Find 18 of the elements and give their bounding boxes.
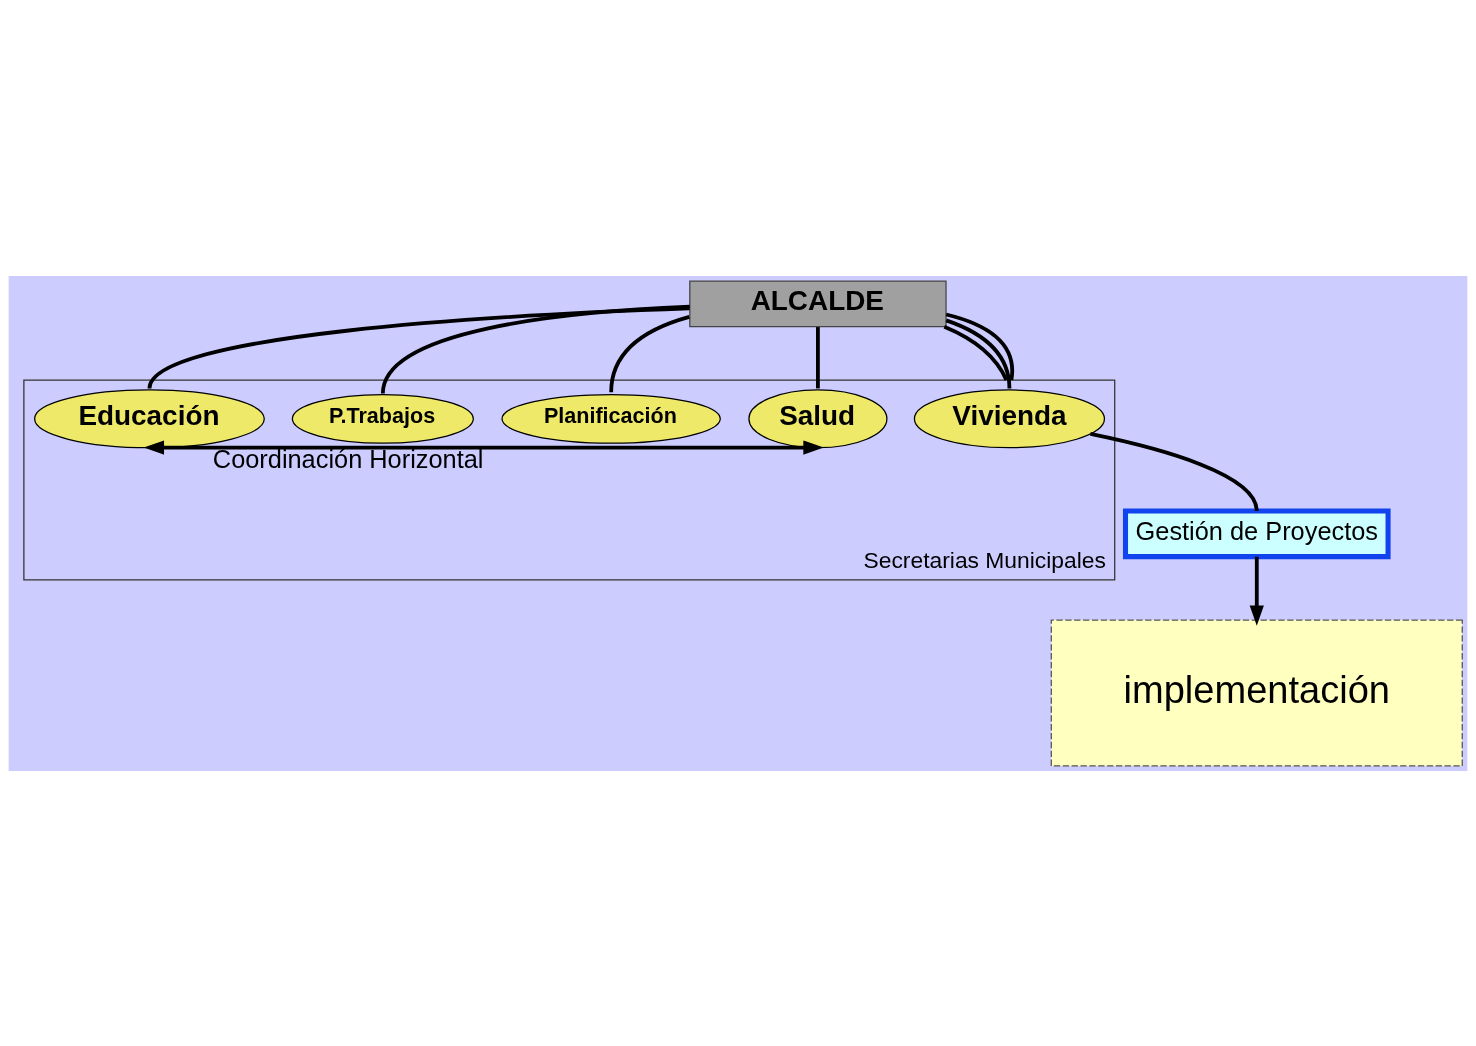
connector [945, 318, 1012, 389]
connector [945, 312, 1015, 380]
node-box: Gestión de Proyectos [1122, 507, 1391, 559]
arrow [1249, 556, 1264, 626]
node-ellipse: Planificación [501, 393, 721, 444]
node-ellipse: Educación [34, 388, 265, 448]
node-box: ALCALDE [689, 279, 947, 327]
node-ellipse: Vivienda [913, 388, 1106, 448]
connector [147, 306, 690, 389]
arrow [143, 439, 824, 455]
connector [381, 304, 690, 394]
connector [609, 314, 690, 392]
node-ellipse: P.Trabajos [291, 393, 474, 444]
node-box: implementación [1050, 618, 1463, 767]
connector [943, 324, 1009, 381]
connector [816, 326, 820, 388]
connector [1090, 431, 1259, 511]
node-ellipse: Salud [748, 388, 888, 448]
